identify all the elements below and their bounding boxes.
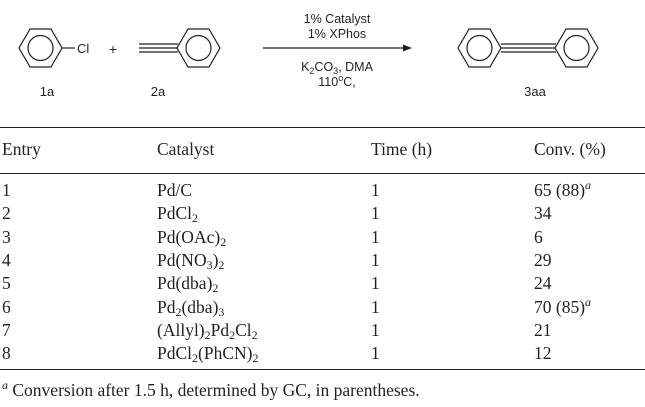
table-footnote: a Conversion after 1.5 h, determined by …	[2, 378, 420, 401]
cell-time: 1	[371, 203, 380, 224]
table-top-rule	[0, 127, 645, 129]
footnote-text: Conversion after 1.5 h, determined by GC…	[8, 380, 420, 400]
cell-entry: 3	[2, 226, 11, 247]
cell-time: 1	[371, 249, 380, 270]
cell-catalyst: PdCl2	[157, 203, 199, 226]
cell-conversion: 65 (88)a	[534, 178, 592, 200]
cell-catalyst: Pd(OAc)2	[157, 226, 227, 249]
cell-time: 1	[371, 319, 380, 340]
cell-conversion: 6	[534, 226, 543, 247]
cell-entry: 6	[2, 296, 11, 317]
cell-conversion: 70 (85)a	[534, 294, 592, 317]
cell-time: 1	[371, 273, 380, 294]
phenylacetylene-structure	[139, 28, 221, 68]
reactant1-label: 1a	[40, 84, 55, 99]
header-conversion: Conv. (%)	[534, 139, 606, 159]
chlorobenzene-structure	[18, 28, 75, 68]
footnote-marker: a	[2, 378, 8, 392]
cell-time: 1	[371, 296, 380, 317]
diphenylacetylene-structure	[457, 28, 599, 68]
cell-conversion: 24	[534, 273, 552, 294]
cell-catalyst: PdCl2(PhCN)2	[157, 343, 259, 366]
cell-conversion: 34	[534, 203, 552, 224]
cell-catalyst: Pd/C	[157, 180, 193, 200]
cell-conversion: 12	[534, 343, 552, 364]
header-time: Time (h)	[371, 139, 433, 159]
plus-sign: +	[109, 41, 117, 57]
chloro-substituent: Cl	[77, 41, 89, 56]
cell-entry: 4	[2, 249, 11, 270]
cell-entry: 1	[2, 180, 11, 200]
cell-catalyst: Pd2(dba)3	[157, 296, 225, 319]
reaction-arrow	[263, 44, 412, 52]
header-entry: Entry	[2, 139, 41, 159]
reaction-scheme: Cl 1a + 2a 1% Catalyst 1% XPhos K2CO3, D…	[18, 12, 599, 99]
cell-time: 1	[371, 226, 380, 247]
cell-catalyst: (Allyl)2Pd2Cl2	[157, 319, 258, 342]
header-catalyst: Catalyst	[157, 139, 215, 159]
condition-ligand: 1% XPhos	[308, 27, 366, 41]
reactant2-label: 2a	[151, 84, 166, 99]
cell-catalyst: Pd(NO3)2	[157, 249, 225, 272]
cell-entry: 8	[2, 343, 11, 364]
product-label: 3aa	[524, 84, 546, 99]
cell-conversion: 29	[534, 249, 552, 270]
cell-time: 1	[371, 180, 380, 200]
condition-base-solvent: K2CO3, DMA	[301, 60, 374, 76]
cell-entry: 2	[2, 203, 11, 224]
cell-entry: 5	[2, 273, 11, 294]
cell-entry: 7	[2, 319, 11, 340]
table-bottom-rule	[0, 369, 645, 370]
condition-catalyst: 1% Catalyst	[304, 12, 371, 26]
condition-temperature: 110oC,	[318, 73, 355, 89]
table-header-rule	[0, 173, 645, 174]
cell-conversion: 21	[534, 319, 552, 340]
cell-catalyst: Pd(dba)2	[157, 273, 219, 296]
cell-time: 1	[371, 343, 380, 364]
